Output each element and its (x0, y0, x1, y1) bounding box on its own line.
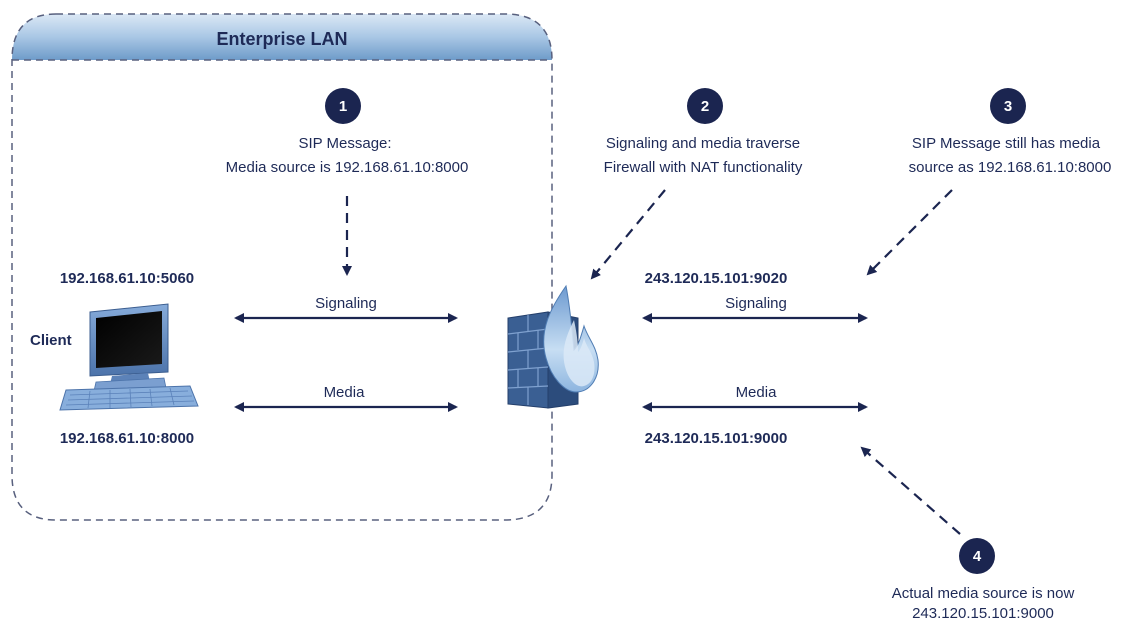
step-number: 1 (339, 98, 347, 115)
step-3-caption-line2: source as 192.168.61.10:8000 (909, 159, 1112, 176)
firewall-icon (507, 284, 599, 409)
step-2-caption-line1: Signaling and media traverse (606, 135, 800, 152)
lan-header-band (12, 14, 552, 60)
client-media-address: 192.168.61.10:8000 (60, 430, 194, 447)
step-number: 2 (701, 98, 709, 115)
step-1-caption-line2: Media source is 192.168.61.10:8000 (226, 159, 469, 176)
step-4-caption-line1: Actual media source is now (892, 585, 1075, 602)
step-4-caption-line2: 243.120.15.101:9000 (912, 605, 1054, 621)
step-2-caption-line2: Firewall with NAT functionality (604, 159, 803, 176)
lan-title: Enterprise LAN (216, 29, 347, 49)
public-signaling-address: 243.120.15.101:9020 (645, 270, 788, 287)
step-badge-3: 3 (990, 88, 1026, 124)
step-3-caption-line1: SIP Message still has media (912, 135, 1101, 152)
public-media-address: 243.120.15.101:9000 (645, 430, 788, 447)
step-1-caption-line1: SIP Message: (298, 135, 391, 152)
right-media-label: Media (736, 384, 778, 401)
step-number: 3 (1004, 98, 1012, 115)
enterprise-lan-box: Enterprise LAN (11, 13, 553, 521)
step-4-pointer-arrow (860, 446, 961, 535)
computer-icon (59, 303, 199, 411)
client-signaling-address: 192.168.61.10:5060 (60, 270, 194, 287)
step-number: 4 (973, 548, 982, 565)
lan-border (11, 13, 553, 521)
step-badge-1: 1 (325, 88, 361, 124)
right-signaling-label: Signaling (725, 295, 787, 312)
left-signaling-label: Signaling (315, 295, 377, 312)
step-badge-2: 2 (687, 88, 723, 124)
step-2-pointer-arrow (590, 189, 666, 280)
step-3-pointer-arrow (866, 189, 953, 276)
left-media-label: Media (324, 384, 366, 401)
client-label: Client (30, 332, 72, 349)
step-badge-4: 4 (959, 538, 995, 574)
